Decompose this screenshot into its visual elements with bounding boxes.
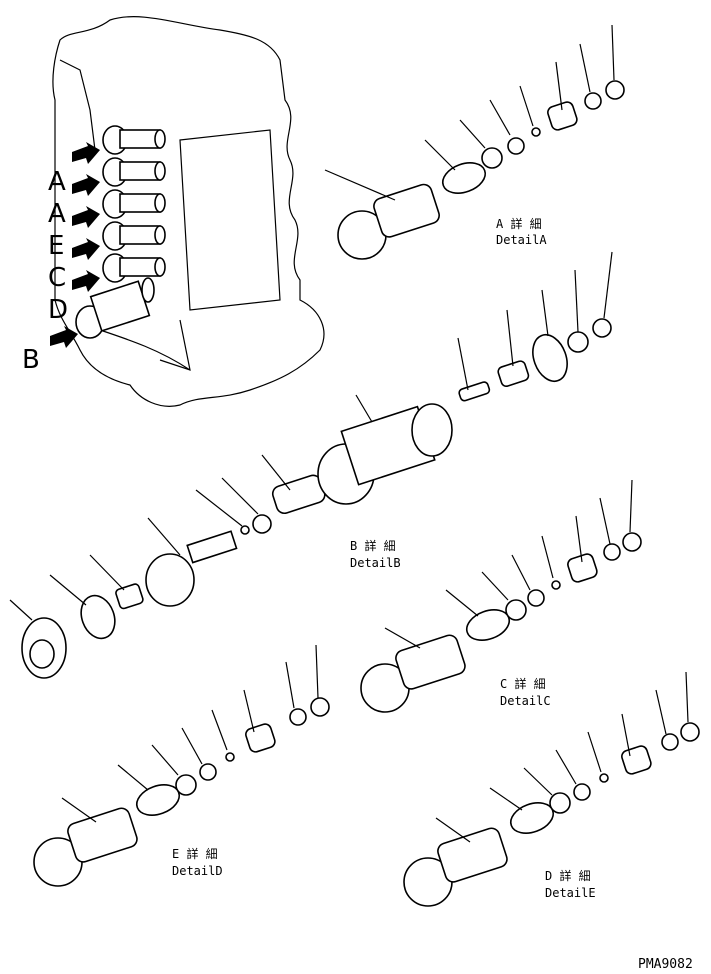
side-letter-6: B <box>22 345 40 375</box>
arrow-icon <box>72 270 100 292</box>
detail-c-parts <box>360 479 642 713</box>
detail-d-parts <box>403 671 700 907</box>
detail-d-caption: DetailD <box>172 864 223 878</box>
arrow-icon <box>72 174 100 196</box>
detail-a-title: A 詳 細 <box>496 216 542 231</box>
arrow-icon <box>72 238 100 260</box>
detail-a-caption: DetailA <box>496 233 547 247</box>
side-letter-1: A <box>48 167 66 197</box>
arrow-icon <box>72 142 100 164</box>
side-letter-5: D <box>48 295 68 325</box>
pointer-arrows <box>50 142 100 348</box>
detail-e-caption: DetailE <box>545 886 596 900</box>
block-spool-6 <box>75 277 155 339</box>
detail-c-caption: DetailC <box>500 694 551 708</box>
block-spool-4 <box>102 221 166 251</box>
block-spool-5 <box>102 253 166 283</box>
side-letter-2: A <box>48 199 66 229</box>
valve-block <box>52 16 325 407</box>
detail-b-parts <box>9 251 613 679</box>
detail-b-title: B 詳 細 <box>350 538 396 553</box>
drawing-code: PMA9082 <box>638 957 693 972</box>
block-spool-2 <box>102 157 166 187</box>
arrow-icon <box>50 326 78 348</box>
detail-a-parts <box>324 24 625 260</box>
detail-b-caption: DetailB <box>350 556 401 570</box>
side-letter-3: E <box>48 231 64 261</box>
detail-d-title: E 詳 細 <box>172 846 218 861</box>
detail-e-parts <box>33 644 330 887</box>
side-letter-4: C <box>48 263 66 293</box>
block-spool-1 <box>102 125 166 155</box>
block-spool-3 <box>102 189 166 219</box>
detail-e-title: D 詳 細 <box>545 868 591 883</box>
arrow-icon <box>72 206 100 228</box>
detail-c-title: C 詳 細 <box>500 676 546 691</box>
